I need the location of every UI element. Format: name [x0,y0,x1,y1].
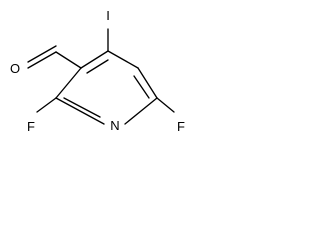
ring-bond-n1-c2 [55,97,105,125]
structure-canvas: I O N F F [0,0,188,138]
bond-c2-fluorine [36,97,57,113]
ring-bond-c3-c4 [80,50,109,69]
ring-double-bond-c3-c4 [86,59,109,74]
aldehyde-double-bond-outer [27,51,57,69]
bond-c3-aldehyde-carbon [55,51,82,69]
fluorine-left-atom-label: F [27,119,35,134]
ring-double-bond-n1-c2 [63,97,101,118]
aldehyde-double-bond-inner [27,45,57,63]
chemical-structure: I O N F F [10,8,185,134]
bond-c6-fluorine [156,97,175,113]
ring-bond-c2-c3 [55,67,82,99]
oxygen-atom-label: O [10,61,20,76]
nitrogen-atom-label: N [110,118,119,133]
ring-double-bond-c5-c6 [133,75,150,99]
ring-bond-c5-c6 [137,67,158,99]
ring-bond-c4-c5 [107,50,139,69]
ring-bond-c6-n1 [124,97,158,125]
iodine-atom-label: I [106,8,110,23]
fluorine-right-atom-label: F [177,119,185,134]
